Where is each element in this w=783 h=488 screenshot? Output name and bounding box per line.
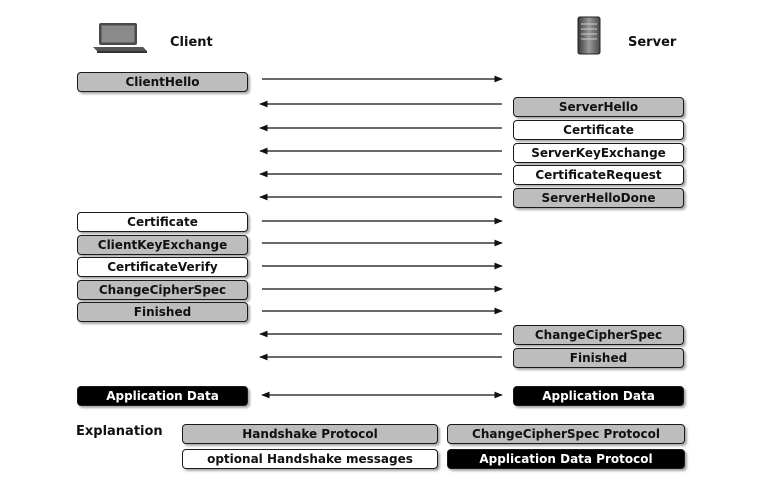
legend-handshake-protocol: Handshake Protocol	[182, 424, 438, 444]
server-label: Server	[628, 35, 677, 50]
server-key-exchange-box: ServerKeyExchange	[513, 143, 684, 163]
client-hello-box: ClientHello	[77, 72, 248, 92]
certificate-verify-box: CertificateVerify	[77, 257, 248, 277]
legend-change-cipher-spec-protocol: ChangeCipherSpec Protocol	[447, 424, 685, 444]
client-application-data-box: Application Data	[77, 386, 248, 406]
client-change-cipher-spec-box: ChangeCipherSpec	[77, 280, 248, 300]
server-application-data-box: Application Data	[513, 386, 684, 406]
server-hello-done-box: ServerHelloDone	[513, 188, 684, 208]
server-certificate-box: Certificate	[513, 120, 684, 140]
legend-application-data-protocol: Application Data Protocol	[447, 449, 685, 469]
server-tower-icon	[577, 16, 601, 55]
server-hello-box: ServerHello	[513, 97, 684, 117]
client-label: Client	[170, 35, 213, 50]
legend-title: Explanation	[76, 424, 163, 439]
laptop-icon	[93, 23, 147, 53]
server-change-cipher-spec-box: ChangeCipherSpec	[513, 325, 684, 345]
certificate-request-box: CertificateRequest	[513, 165, 684, 185]
client-certificate-box: Certificate	[77, 212, 248, 232]
legend-optional-handshake-messages: optional Handshake messages	[182, 449, 438, 469]
server-finished-box: Finished	[513, 348, 684, 368]
client-finished-box: Finished	[77, 302, 248, 322]
client-key-exchange-box: ClientKeyExchange	[77, 235, 248, 255]
